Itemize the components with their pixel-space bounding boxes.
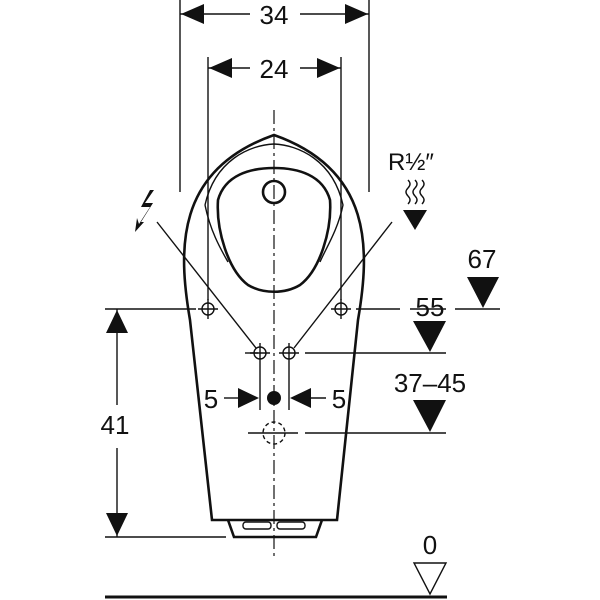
dimension-41-label: 41 <box>101 410 130 440</box>
electrical-connection <box>135 190 393 349</box>
dimension-34-label: 34 <box>260 0 289 30</box>
level-55: 55 <box>105 292 446 363</box>
floor-level-label: 0 <box>423 530 437 560</box>
mounting-point-right <box>331 299 351 319</box>
level-67: 67 <box>455 244 500 310</box>
lightning-icon <box>135 190 154 232</box>
level-drain-label: 37–45 <box>394 368 466 398</box>
base-vents <box>242 521 306 530</box>
level-67-label: 67 <box>468 244 497 274</box>
water-triangle-icon <box>403 210 427 230</box>
dimension-24: 24 <box>207 54 342 300</box>
mounting-point-left <box>198 299 218 319</box>
level-marker-open-icon <box>412 562 448 596</box>
dimension-34: 34 <box>179 0 370 192</box>
water-supply-thread-label: R½″ <box>388 149 434 176</box>
connection-point-left <box>250 343 270 363</box>
level-drain: 37–45 <box>248 368 466 445</box>
level-55-label: 55 <box>416 292 445 322</box>
dimension-24-label: 24 <box>260 54 289 84</box>
level-marker-filled-icon <box>413 321 446 352</box>
wavy-water-icon <box>405 179 425 205</box>
offset-dimension: 5 5 <box>204 363 346 414</box>
dimension-41: 41 <box>101 309 226 538</box>
center-point <box>267 391 281 405</box>
connection-point-right <box>279 343 299 363</box>
offset-right-label: 5 <box>332 384 346 414</box>
level-marker-filled-icon <box>467 277 499 308</box>
level-marker-filled-icon <box>413 400 446 432</box>
floor-level: 0 <box>105 530 448 599</box>
drain-outlet <box>262 421 286 445</box>
offset-left-label: 5 <box>204 384 218 414</box>
water-supply: R½″ <box>388 149 434 230</box>
